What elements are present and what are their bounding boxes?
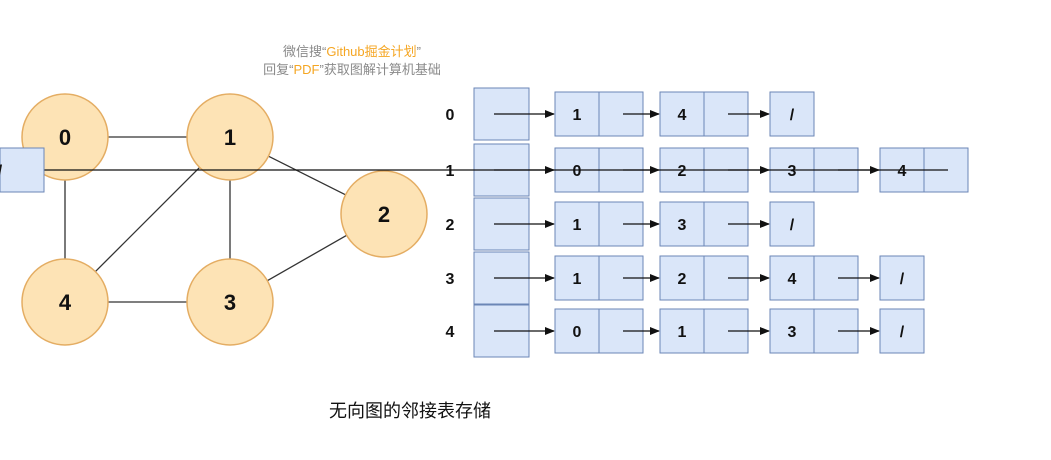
null-value-cell <box>879 255 925 301</box>
node-value-cell <box>659 308 705 354</box>
graph-node-circle <box>340 170 428 258</box>
graph-node-label: 1 <box>224 125 236 150</box>
list-node: 1 <box>554 91 660 137</box>
node-value: 4 <box>678 107 687 124</box>
graph-nodes: 0 1 2 3 4 <box>21 93 428 346</box>
graph-node-label: 0 <box>59 125 71 150</box>
list-node: 0 <box>554 308 660 354</box>
vertex-label: 2 <box>446 217 455 234</box>
vertex-label: 3 <box>446 271 455 288</box>
node-value: 4 <box>788 271 797 288</box>
node-value-cell <box>554 308 600 354</box>
list-node: 3 <box>769 308 880 354</box>
vertex-label: 4 <box>446 324 455 341</box>
graph-node-1: 1 <box>186 93 274 181</box>
node-value: 1 <box>573 217 582 234</box>
list-node: 1 <box>659 308 770 354</box>
list-node: 2 <box>659 255 770 301</box>
node-value-cell <box>554 201 600 247</box>
null-value-cell <box>769 201 815 247</box>
null-value-cell <box>879 308 925 354</box>
graph-node-2: 2 <box>340 170 428 258</box>
watermark-line-2: 回复“PDF”获取图解计算机基础 <box>263 62 441 77</box>
node-value: 0 <box>573 324 582 341</box>
adjacency-row-3: 3 1 2 4 / <box>446 251 925 305</box>
list-node: 3 <box>659 201 770 247</box>
node-value: 1 <box>573 271 582 288</box>
node-value-cell <box>769 308 815 354</box>
graph-node-circle <box>186 258 274 346</box>
list-node: 1 <box>554 255 660 301</box>
node-value: 1 <box>678 324 687 341</box>
adjacency-row-1: 1 0 2 3 4 / <box>0 143 969 197</box>
node-value: 3 <box>788 324 797 341</box>
list-node: 4 <box>659 91 770 137</box>
watermark: 微信搜“Github掘金计划” 回复“PDF”获取图解计算机基础 <box>263 44 441 77</box>
graph-edges <box>64 136 347 303</box>
diagram-caption: 无向图的邻接表存储 <box>329 401 491 421</box>
node-value: 0 <box>573 163 582 180</box>
adjacency-row-2: 2 1 3 / <box>446 197 815 251</box>
watermark-line-1: 微信搜“Github掘金计划” <box>283 44 421 59</box>
list-null-node: / <box>879 308 925 354</box>
graph-edge-2-3 <box>267 234 347 282</box>
graph-edge-1-2 <box>268 155 346 196</box>
null-marker: / <box>0 163 3 180</box>
list-node: 4 <box>769 255 880 301</box>
adjacency-row-4: 4 0 1 3 / <box>446 304 925 358</box>
node-value-cell <box>769 255 815 301</box>
vertex-label: 0 <box>446 107 455 124</box>
null-marker: / <box>790 217 795 234</box>
adjacency-list: 0 1 4 / 1 0 2 3 4 / 2 1 3 / 3 1 2 4 / 4 0 1 3 / <box>0 87 969 358</box>
node-value: 3 <box>788 163 797 180</box>
graph-edge-1-4 <box>94 166 201 273</box>
adjacency-row-0: 0 1 4 / <box>446 87 815 141</box>
node-value-cell <box>554 91 600 137</box>
node-value: 4 <box>898 163 907 180</box>
node-value-cell <box>659 91 705 137</box>
list-node: 1 <box>554 201 660 247</box>
list-node: 4 <box>0 147 969 193</box>
list-null-node: / <box>769 201 815 247</box>
vertex-label: 1 <box>446 163 455 180</box>
list-null-node: / <box>879 255 925 301</box>
null-value-cell <box>0 147 45 193</box>
list-null-node: / <box>0 147 45 193</box>
graph-node-label: 2 <box>378 202 390 227</box>
graph-node-3: 3 <box>186 258 274 346</box>
list-null-node: / <box>769 91 815 137</box>
node-value: 3 <box>678 217 687 234</box>
node-value: 1 <box>573 107 582 124</box>
null-marker: / <box>900 324 905 341</box>
node-value-cell <box>659 255 705 301</box>
graph-node-4: 4 <box>21 258 109 346</box>
null-value-cell <box>769 91 815 137</box>
node-value: 2 <box>678 271 687 288</box>
graph-node-circle <box>21 258 109 346</box>
graph-node-label: 3 <box>224 290 236 315</box>
graph-node-label: 4 <box>59 290 72 315</box>
graph-node-circle <box>186 93 274 181</box>
null-marker: / <box>900 271 905 288</box>
null-marker: / <box>790 107 795 124</box>
node-value: 2 <box>678 163 687 180</box>
